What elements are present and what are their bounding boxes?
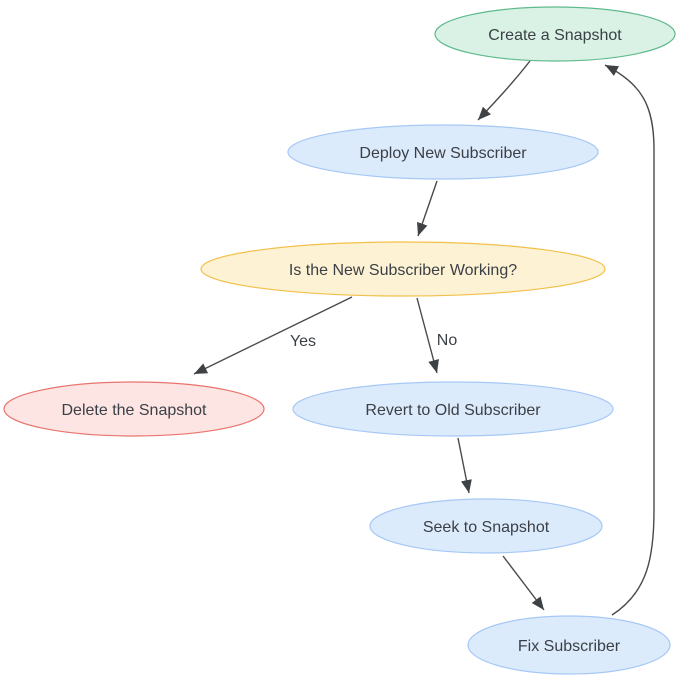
node-label: Deploy New Subscriber	[359, 145, 527, 162]
node-create-snapshot: Create a Snapshot	[434, 6, 676, 62]
edge-working-to-revert-no	[416, 297, 439, 374]
node-ellipse	[467, 615, 671, 675]
edge-create-to-deploy	[477, 60, 531, 121]
node-label: Revert to Old Subscriber	[365, 402, 541, 419]
node-label: Delete the Snapshot	[62, 402, 208, 419]
node-label: Create a Snapshot	[488, 27, 622, 44]
node-label: Seek to Snapshot	[423, 519, 550, 536]
edge-label-layer: Yes No	[290, 332, 457, 350]
node-ellipse	[292, 381, 614, 437]
node-fix-subscriber: Fix Subscriber	[467, 615, 671, 675]
edge-deploy-to-working	[417, 180, 438, 237]
edge-working-to-delete-yes	[193, 296, 353, 375]
edge-revert-to-seek	[457, 437, 472, 494]
node-delete-the-snapshot: Delete the Snapshot	[3, 381, 265, 437]
node-is-new-subscriber-working: Is the New Subscriber Working?	[200, 241, 606, 297]
edge-layer	[193, 60, 655, 616]
node-deploy-new-subscriber: Deploy New Subscriber	[287, 124, 599, 180]
node-ellipse	[434, 6, 676, 62]
edge-label-no: No	[437, 332, 458, 349]
node-ellipse	[3, 381, 265, 437]
node-label: Fix Subscriber	[518, 638, 621, 655]
node-ellipse	[369, 498, 603, 554]
node-label: Is the New Subscriber Working?	[289, 262, 517, 279]
node-ellipse	[287, 124, 599, 180]
node-seek-to-snapshot: Seek to Snapshot	[369, 498, 603, 554]
node-ellipse	[200, 241, 606, 297]
edge-fix-to-create-return	[604, 64, 655, 616]
node-revert-to-old-subscriber: Revert to Old Subscriber	[292, 381, 614, 437]
edge-label-yes: Yes	[290, 333, 316, 350]
edge-seek-to-fix	[502, 555, 545, 611]
